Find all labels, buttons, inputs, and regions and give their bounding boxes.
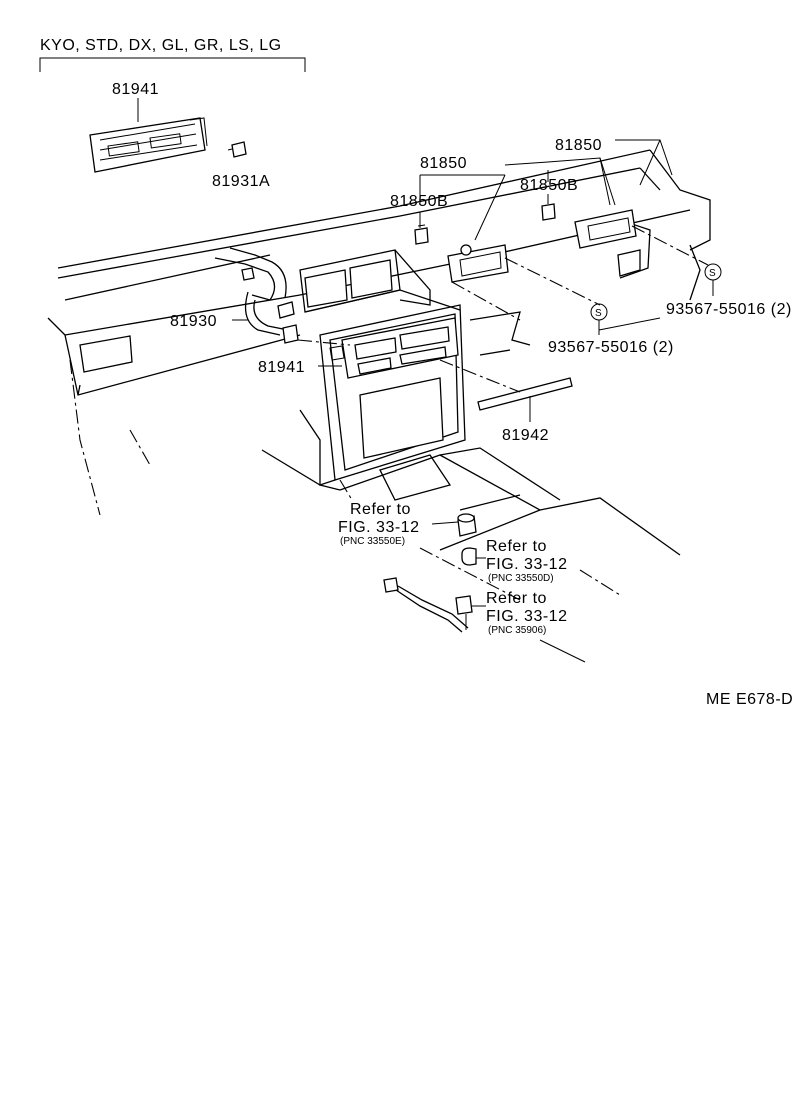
label-93567-left: 93567-55016 (2) [548, 339, 674, 356]
dash-ref-33550E [419, 547, 521, 601]
dash-ref-33550D [579, 569, 621, 596]
ref-33550D: Refer to FIG. 33-12 (PNC 33550D) [486, 538, 567, 584]
dash-screw-left [504, 257, 601, 306]
switch-33550D [461, 547, 477, 566]
svg-text:(PNC 33550D): (PNC 33550D) [488, 573, 554, 584]
label-81941-mid: 81941 [258, 359, 305, 376]
leader-93567-left-2 [598, 317, 661, 331]
switch-33550E [457, 513, 477, 537]
svg-text:(PNC 35906): (PNC 35906) [488, 625, 546, 636]
label-81930: 81930 [170, 313, 217, 330]
svg-text:S: S [595, 308, 602, 319]
dash-vent-left [451, 281, 521, 321]
vent-unit-right [574, 209, 637, 249]
label-81850B-right: 81850B [520, 177, 578, 194]
dash-screw-right [631, 225, 709, 266]
leader-81850-right-2 [639, 139, 661, 186]
switch-panel-main [329, 317, 459, 379]
diagram-code: ME E678-D [706, 691, 793, 708]
screw-marker-left: S [590, 303, 608, 321]
svg-text:FIG. 33-12: FIG. 33-12 [338, 519, 419, 536]
svg-text:FIG. 33-12: FIG. 33-12 [486, 556, 567, 573]
leader-81850-right [504, 157, 616, 206]
svg-text:(PNC 33550E): (PNC 33550E) [340, 536, 405, 547]
trim-strip-81942 [477, 377, 573, 411]
wire-harness-81930 [214, 247, 299, 344]
bulb-81850B-left [414, 224, 429, 245]
ref-33550E: Refer to FIG. 33-12 (PNC 33550E) [338, 501, 419, 547]
ref-35906: Refer to FIG. 33-12 (PNC 35906) [486, 590, 567, 636]
switch-panel-inset [89, 117, 208, 173]
switch-35906 [383, 577, 473, 633]
label-81850B-left: 81850B [390, 193, 448, 210]
leader-81930-dash [297, 339, 351, 346]
variant-note: KYO, STD, DX, GL, GR, LS, LG [40, 37, 282, 54]
vent-unit-left [447, 244, 509, 283]
bulb-81850B-right [541, 203, 556, 221]
screw-marker-right: S [704, 263, 722, 281]
leader-81850-left [474, 174, 506, 241]
label-93567-right: 93567-55016 (2) [666, 301, 792, 318]
svg-text:Refer to: Refer to [486, 538, 547, 555]
leader-ref-33550E [431, 521, 459, 525]
dashboard-outline [47, 149, 711, 516]
svg-text:S: S [709, 268, 716, 279]
label-81850-left: 81850 [420, 155, 467, 172]
leader-81850-right-bar [599, 139, 673, 206]
svg-text:Refer to: Refer to [486, 590, 547, 607]
center-console [261, 249, 681, 556]
dash-ref-33550E-up [339, 479, 353, 501]
svg-text:FIG. 33-12: FIG. 33-12 [486, 608, 567, 625]
clip-81931A [227, 141, 247, 158]
label-81850-right: 81850 [555, 137, 602, 154]
variant-bracket [39, 57, 306, 72]
label-81941-top: 81941 [112, 81, 159, 98]
leader-81942-dash [439, 359, 521, 393]
label-81942: 81942 [502, 427, 549, 444]
leader-ref-35906-tail [539, 639, 586, 663]
label-81931A: 81931A [212, 173, 270, 190]
svg-text:Refer to: Refer to [350, 501, 411, 518]
